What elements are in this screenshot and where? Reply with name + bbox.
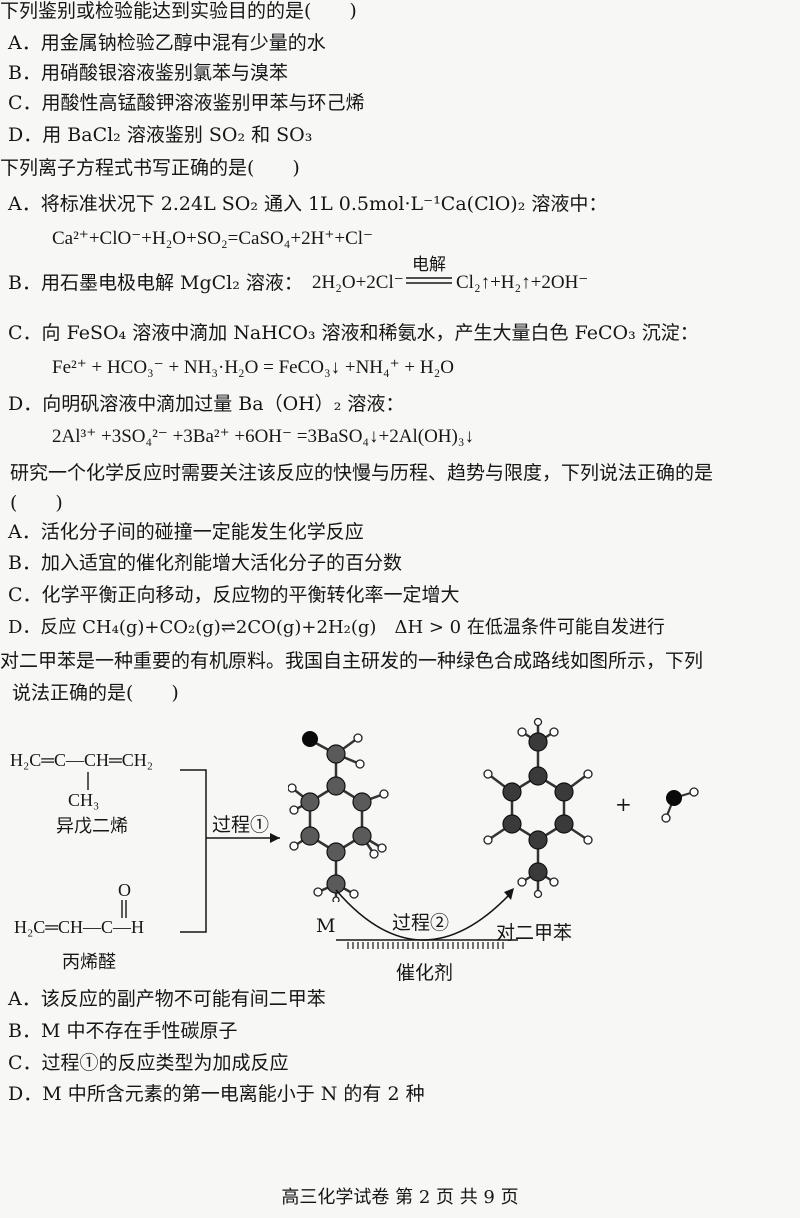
q3-option-a: A．活化分子间的碰撞一定能发生化学反应 xyxy=(8,521,364,543)
q3-option-d: D．反应 CH₄(g)+CO₂(g)⇌2CO(g)+2H₂(g) ΔH > 0 … xyxy=(8,617,665,638)
q4-option-a: A．该反应的副产物不可能有间二甲苯 xyxy=(8,988,326,1010)
q2-option-b-eq-condition: 电解 xyxy=(412,255,446,275)
isoprene-methyl: CH₃ xyxy=(68,790,100,810)
q3-answer-paren: ( ) xyxy=(10,492,63,514)
process1-bracket-arrow xyxy=(180,769,280,933)
q1-option-c: C．用酸性高锰酸钾溶液鉴别甲苯与环己烯 xyxy=(8,92,365,114)
q4-stem-line1: 对二甲苯是一种重要的有机原料。我国自主研发的一种绿色合成路线如图所示，下列 xyxy=(0,650,704,672)
q1-option-a: A．用金属钠检验乙醇中混有少量的水 xyxy=(8,32,326,54)
q4-option-b: B．M 中不存在手性碳原子 xyxy=(8,1020,238,1042)
page-footer: 高三化学试卷 第 2 页 共 9 页 xyxy=(281,1187,519,1208)
acrolein-name: 丙烯醛 xyxy=(62,952,116,973)
acrolein-formula: H₂C═CH—C—H xyxy=(14,917,145,937)
q2-option-b-eq-right: Cl₂↑+H₂↑+2OH⁻ xyxy=(456,272,589,293)
q4-stem-line2: 说法正确的是( ) xyxy=(12,682,179,704)
process2-label: 过程② xyxy=(392,912,450,934)
catalyst-label: 催化剂 xyxy=(396,962,454,984)
q4-option-d: D．M 中所含元素的第一电离能小于 N 的有 2 种 xyxy=(8,1083,425,1105)
process1-label: 过程① xyxy=(212,814,270,836)
isoprene-methyl-bond xyxy=(87,772,89,790)
product-label: 对二甲苯 xyxy=(496,922,573,944)
q1-option-d: D．用 BaCl₂ 溶液鉴别 SO₂ 和 SO₃ xyxy=(8,124,313,146)
acrolein-oxygen: O xyxy=(118,880,131,900)
q2-option-a-equation: Ca²⁺+ClO⁻+H₂O+SO₂=CaSO₄+2H⁺+Cl⁻ xyxy=(52,228,374,249)
water-model xyxy=(661,787,699,823)
molecule-m-model xyxy=(288,731,389,902)
q3-stem: 研究一个化学反应时需要关注该反应的快慢与历程、趋势与限度，下列说法正确的是 xyxy=(10,462,714,484)
q3-option-c: C．化学平衡正向移动，反应物的平衡转化率一定增大 xyxy=(8,584,460,606)
p-xylene-model xyxy=(483,717,593,899)
double-equals-sign xyxy=(406,277,452,284)
acrolein-carbonyl-bond xyxy=(121,900,127,918)
plus-sign: + xyxy=(615,792,632,816)
q2-option-c-text: C．向 FeSO₄ 溶液中滴加 NaHCO₃ 溶液和稀氨水，产生大量白色 FeC… xyxy=(8,322,699,344)
process2-arrow xyxy=(335,888,518,949)
q2-option-d-text: D．向明矾溶液中滴加过量 Ba（OH）₂ 溶液： xyxy=(8,393,405,415)
q2-option-d-equation: 2Al³⁺ +3SO₄²⁻ +3Ba²⁺ +6OH⁻ =3BaSO₄↓+2Al(… xyxy=(52,426,474,447)
q2-option-b-text: B．用石墨电极电解 MgCl₂ 溶液： xyxy=(8,272,303,294)
isoprene-name: 异戊二烯 xyxy=(56,816,128,837)
q2-stem: 下列离子方程式书写正确的是( ) xyxy=(0,157,300,179)
m-label: M xyxy=(316,915,336,937)
q1-stem: 下列鉴别或检验能达到实验目的的是( ) xyxy=(0,0,357,22)
q2-option-b-eq-left: 2H₂O+2Cl⁻ xyxy=(312,272,404,293)
q2-option-c-equation: Fe²⁺ + HCO₃⁻ + NH₃·H₂O = FeCO₃↓ +NH₄⁺ + … xyxy=(52,357,454,378)
q3-option-b: B．加入适宜的催化剂能增大活化分子的百分数 xyxy=(8,552,402,574)
q2-option-a-text: A．将标准状况下 2.24L SO₂ 通入 1L 0.5mol·L⁻¹Ca(Cl… xyxy=(8,193,608,215)
q4-option-c: C．过程①的反应类型为加成反应 xyxy=(8,1052,289,1074)
q1-option-b: B．用硝酸银溶液鉴别氯苯与溴苯 xyxy=(8,62,288,84)
isoprene-formula: H₂C═C—CH═CH₂ xyxy=(10,750,154,770)
